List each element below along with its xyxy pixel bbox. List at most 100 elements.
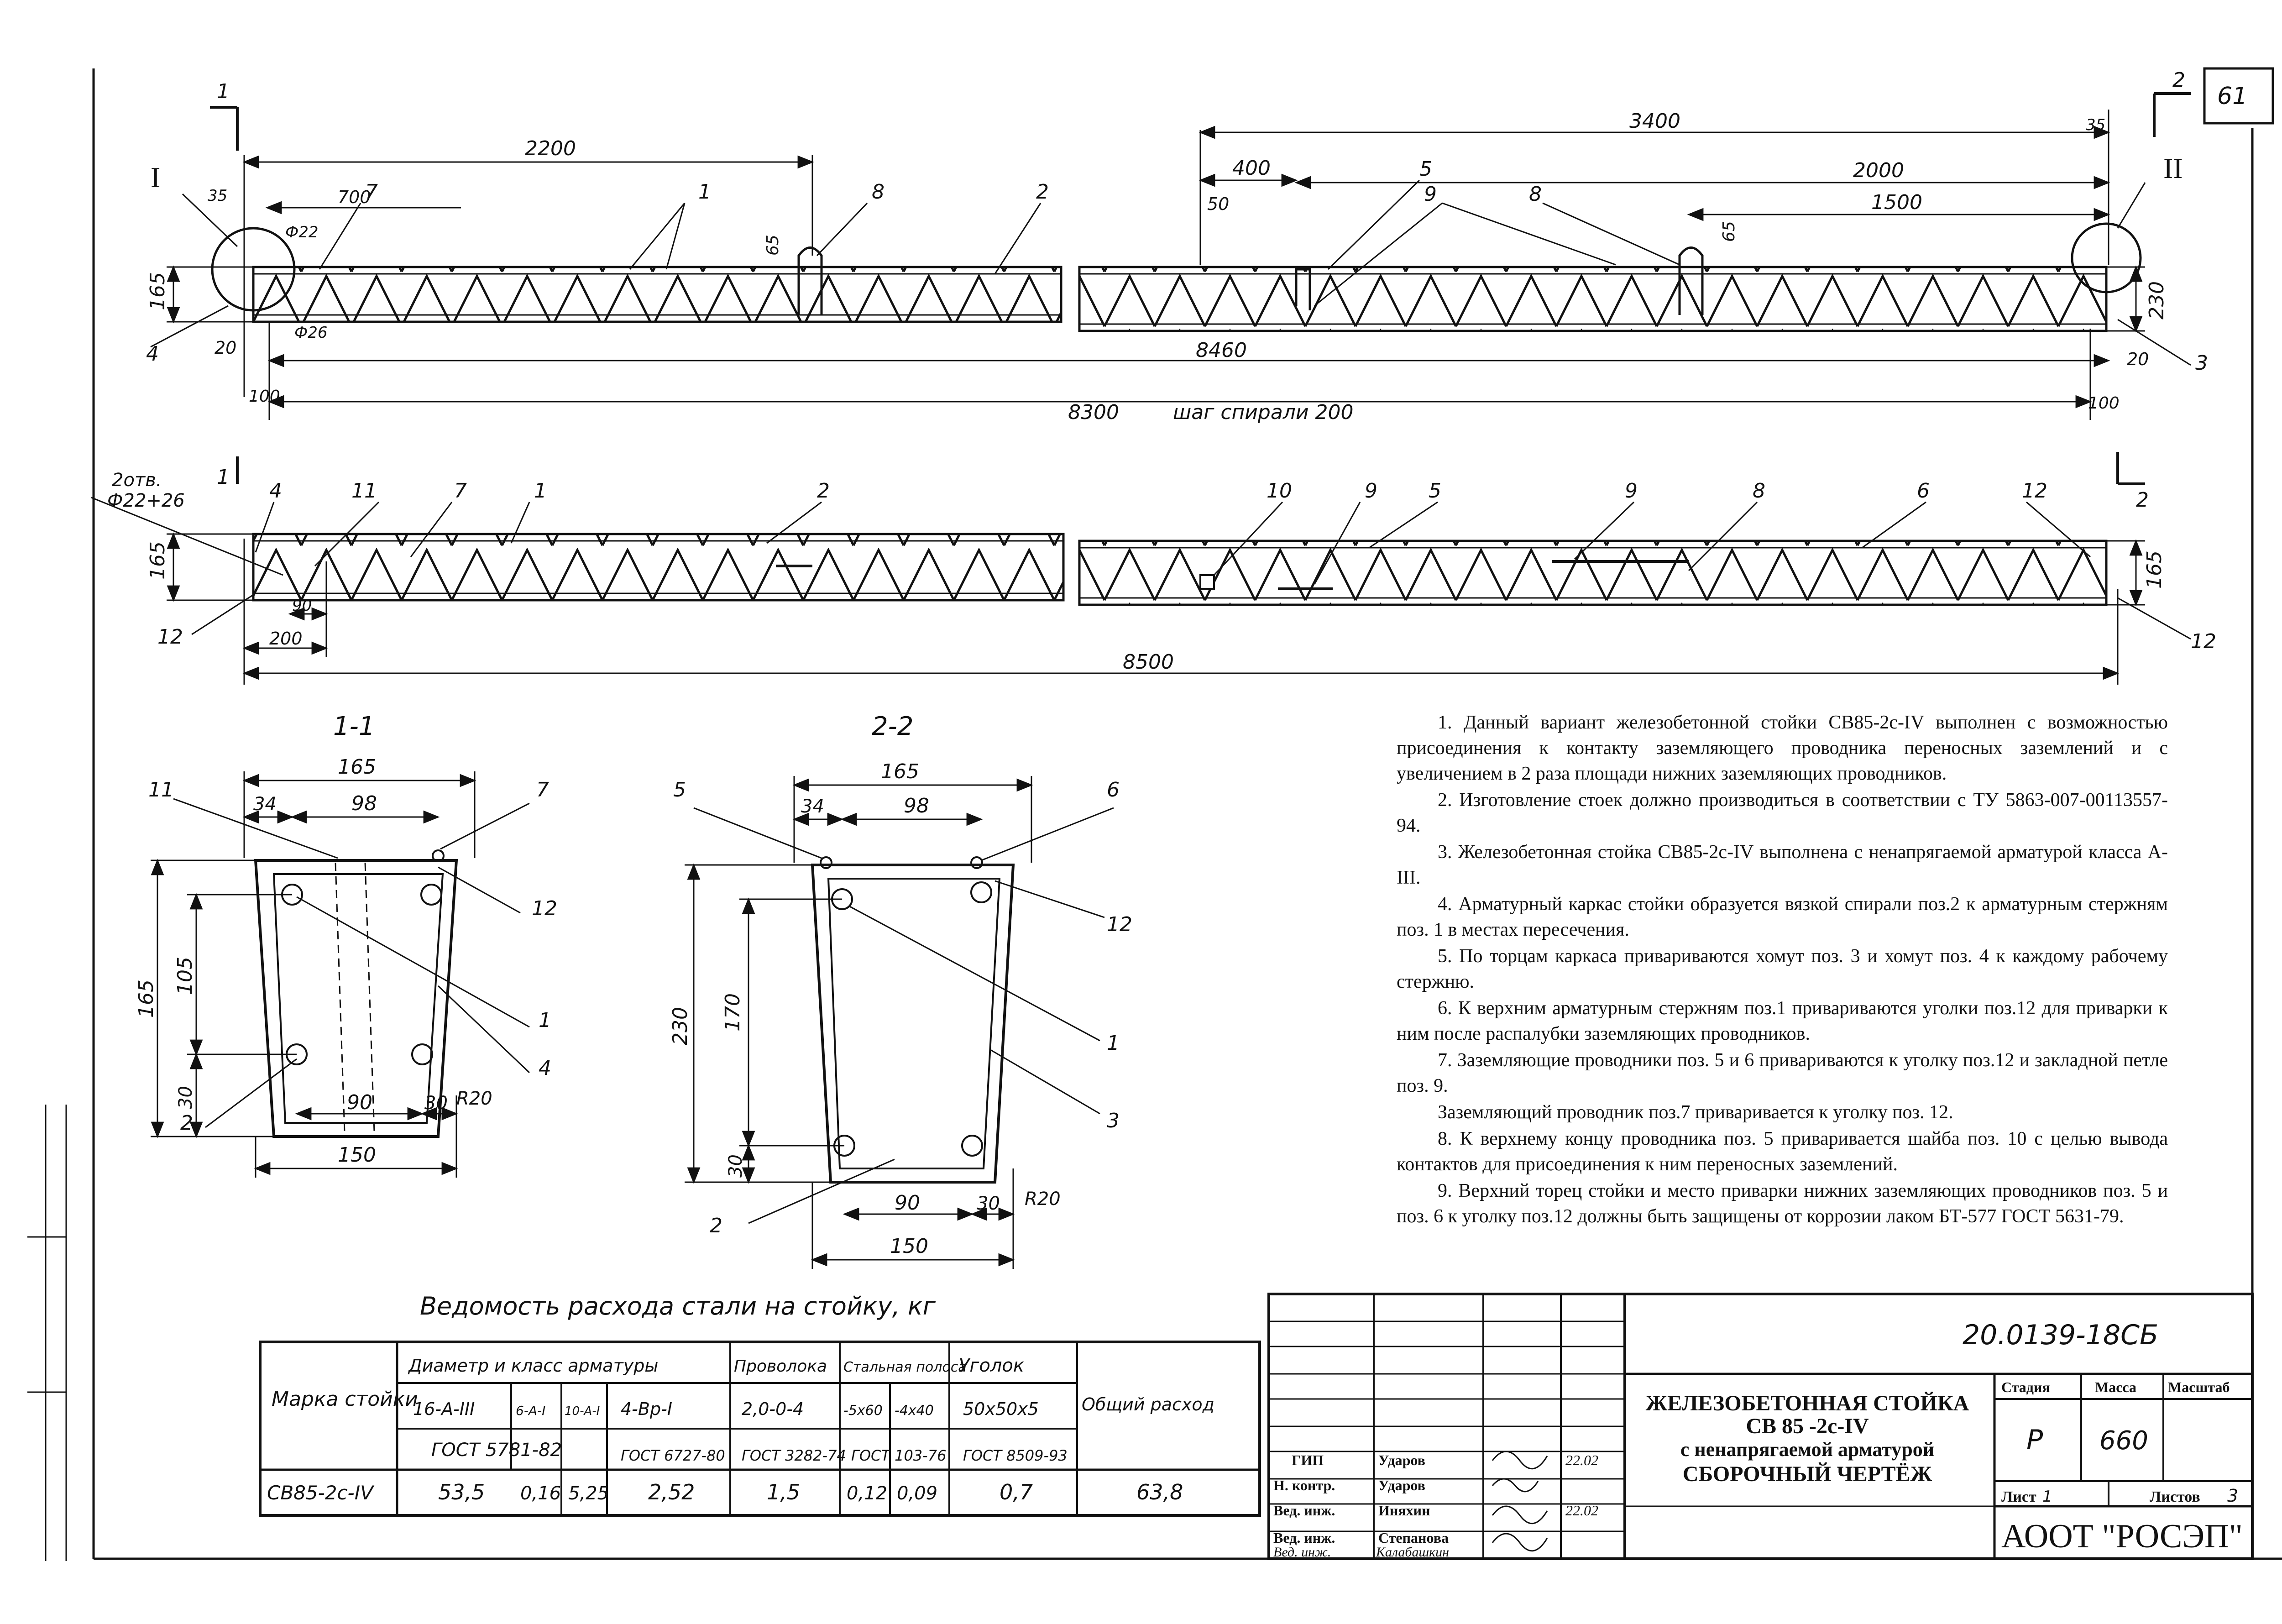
dim-label: 65 (1720, 221, 1738, 242)
node-label: II (2163, 152, 2183, 184)
dim-label: 100 (249, 387, 280, 406)
table-gost: ГОСТ 8509-93 (963, 1447, 1068, 1464)
holes-dia-label: Ф22+26 (107, 490, 185, 511)
title-line2: СВ 85 -2с-IV (1746, 1414, 1869, 1438)
sheet-label: Лист (2001, 1488, 2036, 1505)
table-subheader: 6-А-I (516, 1403, 545, 1418)
dim-label: 35 (2086, 116, 2105, 134)
table-cell: 53,5 (438, 1480, 485, 1504)
dim-label: 98 (351, 792, 377, 815)
dim-label: 200 (269, 629, 303, 649)
table-cell-mark: СВ85-2с-IV (267, 1482, 375, 1504)
dim-label: R20 (1025, 1189, 1061, 1210)
leader-number: 11 (148, 778, 174, 802)
leader-number: 8 (1753, 479, 1765, 503)
table-strip-size: -5х60 (843, 1403, 883, 1419)
signature-name: Ударов (1378, 1477, 1425, 1493)
dim-label: 165 (135, 980, 158, 1018)
leader-number: 1 (534, 479, 547, 503)
signature-name: Калабашкин (1376, 1545, 1449, 1560)
table-subheader: 4-Вр-I (621, 1399, 672, 1419)
mass-label: Масса (2095, 1379, 2136, 1395)
sheets-value: 3 (2227, 1486, 2238, 1506)
leader-number: 7 (454, 479, 467, 503)
sheets-label: Листов (2150, 1488, 2200, 1505)
dim-label: 30 (977, 1193, 1000, 1214)
cut-label: 2 (2172, 68, 2185, 92)
leader-number: 6 (1917, 479, 1930, 503)
table-cell: 0,09 (897, 1483, 937, 1504)
dim-label: 2200 (525, 137, 576, 160)
dim-label: 65 (764, 235, 782, 256)
dim-label: 30 (175, 1086, 196, 1109)
scale-label: Масштаб (2168, 1379, 2230, 1395)
doc-code: 20.0139-18СБ (1963, 1319, 2158, 1351)
signature-date: 22.02 (1565, 1452, 1598, 1468)
note-item: 9. Верхний торец стойки и место приварки… (1397, 1180, 2168, 1227)
signature-role: Вед. инж. (1273, 1502, 1335, 1519)
leader-number: 3 (1107, 1109, 1120, 1132)
dim-label: 8500 (1123, 650, 1174, 674)
organization: АООТ "РОСЭП" (2001, 1518, 2243, 1555)
dim-label: шаг спирали 200 (1173, 401, 1353, 424)
table-cell-total: 63,8 (1136, 1480, 1183, 1504)
table-strip-size: -4х40 (895, 1403, 934, 1419)
stage-value: Р (2026, 1424, 2043, 1456)
dim-label: 90 (895, 1191, 920, 1215)
dim-label: 30 (424, 1093, 448, 1114)
leader-number: 4 (269, 479, 282, 503)
dim-label: 90 (347, 1091, 372, 1114)
note-item: 3. Железобетонная стойка СВ85-2с-IV выпо… (1397, 842, 2168, 888)
table-cell: 0,12 (847, 1483, 887, 1504)
dim-label: 98 (904, 794, 929, 817)
leader-number: 2 (817, 479, 830, 503)
table-angle-size: 50х50х5 (963, 1399, 1039, 1419)
table-header-group: Диаметр и класс арматуры (408, 1356, 658, 1376)
leader-number: 2 (710, 1214, 722, 1237)
leader-number: 1 (539, 1009, 551, 1032)
stage-label: Стадия (2001, 1379, 2050, 1395)
table-gost: ГОСТ 6727-80 (621, 1447, 725, 1464)
dim-label: 230 (669, 1007, 692, 1045)
leader-number: 9 (1365, 479, 1377, 503)
view2-plan (91, 452, 2191, 685)
table-header-mark-text: Марка стойки (272, 1388, 418, 1411)
node-label: I (151, 161, 160, 194)
leader-number: 11 (351, 479, 377, 503)
sheet-value: 1 (2042, 1488, 2052, 1506)
signature-role: Вед. инж. (1273, 1530, 1335, 1546)
steel-table-grid (259, 1341, 1261, 1517)
dim-label: 1500 (1871, 191, 1922, 214)
dim-label: 50 (1207, 194, 1229, 214)
cut-label: 1 (217, 466, 230, 489)
table-cell: 0,7 (1000, 1480, 1033, 1504)
leader-number: 4 (146, 342, 159, 366)
table-gost: ГОСТ 103-76 (851, 1447, 946, 1464)
general-notes: 1. Данный вариант железобетонной стойки … (1397, 710, 2168, 1230)
dim-label: 8460 (1196, 339, 1247, 362)
leader-number: 1 (1107, 1032, 1120, 1055)
signature-date: 22.02 (1565, 1502, 1598, 1519)
leader-number: 5 (1429, 479, 1441, 503)
leader-number: 5 (673, 778, 686, 802)
section-1-1 (151, 771, 530, 1178)
note-item: 2. Изготовление стоек должно производить… (1397, 790, 2168, 836)
leader-number: 5 (1419, 157, 1432, 181)
table-header-wire: Проволока (734, 1357, 827, 1376)
table-cell: 1,5 (767, 1480, 800, 1504)
dim-label: 170 (721, 993, 744, 1032)
cut-label: 2 (2136, 488, 2149, 512)
table-gost: ГОСТ 3282-74 (742, 1447, 846, 1464)
leader-number: 4 (539, 1057, 551, 1080)
leader-number: 12 (2191, 630, 2216, 653)
dim-label: 20 (215, 338, 236, 358)
signature-name: Ударов (1378, 1452, 1425, 1468)
leader-number: 2 (180, 1111, 193, 1135)
table-cell: 0,16 (520, 1483, 561, 1504)
leader-number: 7 (536, 778, 549, 802)
table-header-mark: Марка стойки (272, 1388, 418, 1411)
dim-label: 150 (338, 1143, 376, 1167)
dim-label: 100 (2088, 394, 2120, 413)
dim-label: 165 (2143, 550, 2166, 589)
leader-number: 12 (532, 897, 557, 920)
